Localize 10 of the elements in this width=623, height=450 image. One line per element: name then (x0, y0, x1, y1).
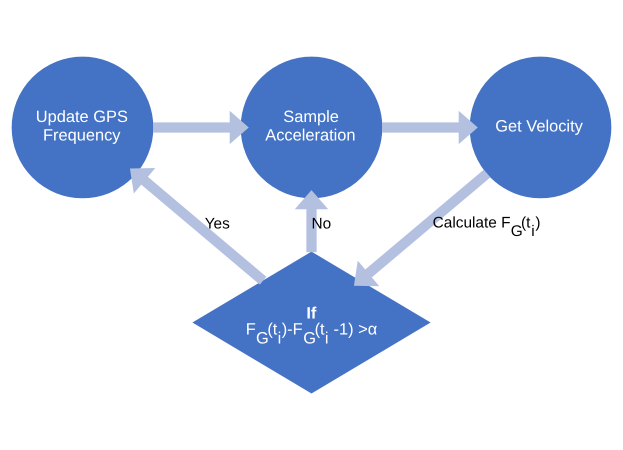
arrow (130, 168, 266, 285)
node-circle: Sample Acceleration (240, 56, 382, 198)
node-circle: Get Velocity (470, 56, 612, 198)
arrow (294, 190, 328, 252)
edge-label: No (312, 216, 332, 233)
arrow (382, 110, 478, 144)
arrow (354, 170, 490, 286)
node-circle: Update GPS Frequency (12, 56, 154, 198)
arrow (153, 110, 249, 144)
edge-label: Yes (204, 216, 230, 233)
